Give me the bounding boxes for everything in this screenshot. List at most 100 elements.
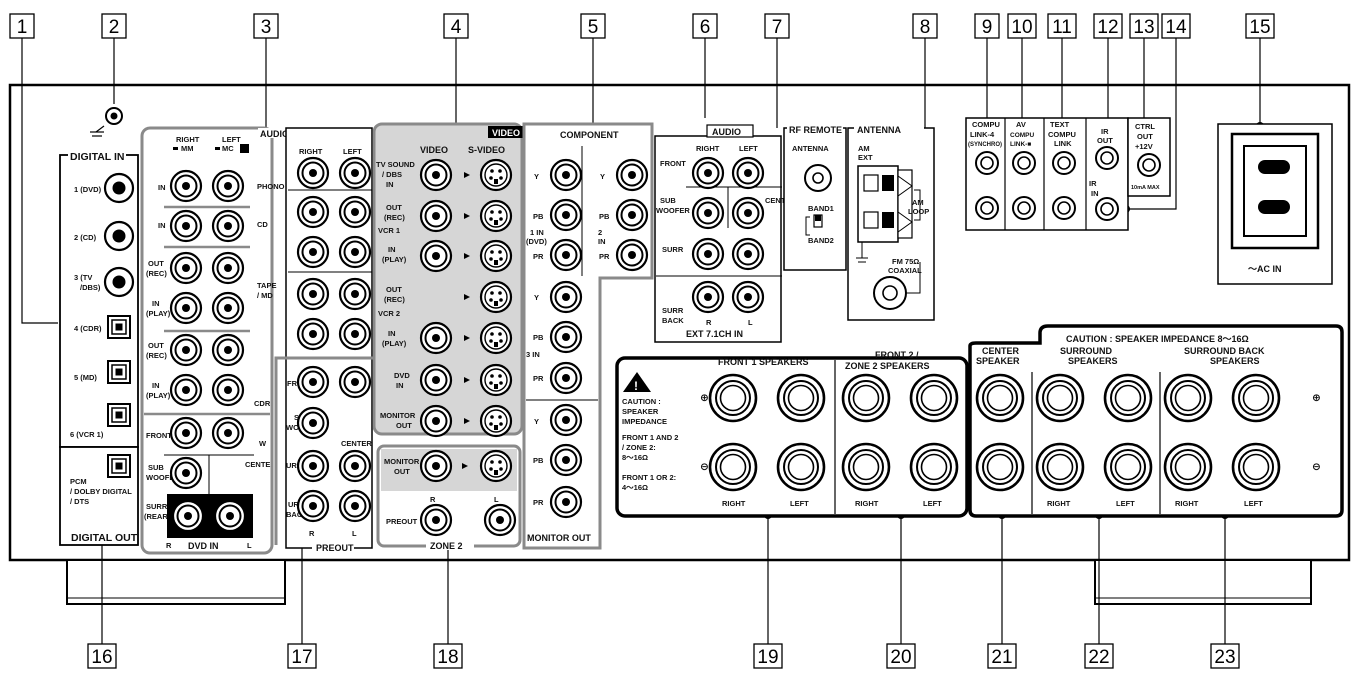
callout-21: 21 [987, 643, 1017, 669]
svg-text:/ DBS: / DBS [382, 170, 402, 179]
callout-23: 23 [1210, 643, 1240, 669]
svg-text:BAND1: BAND1 [808, 204, 834, 213]
svg-text:18: 18 [437, 647, 458, 668]
digital-in-label-6: 6 (VCR 1) [70, 430, 104, 439]
svg-text:SURROUND: SURROUND [1060, 346, 1113, 356]
svg-text:WOOFER: WOOFER [656, 206, 690, 215]
callout-numbers-top: 1 2 3 4 5 6 7 8 9 10 11 12 13 14 15 [9, 13, 1275, 39]
svg-text:FRONT 1 AND 2: FRONT 1 AND 2 [622, 433, 678, 442]
svg-text:SPEAKER: SPEAKER [622, 407, 659, 416]
svg-text:R: R [706, 318, 712, 327]
svg-text:TAPE: TAPE [257, 281, 276, 290]
svg-text:Y: Y [534, 172, 539, 181]
svg-text:LEFT: LEFT [790, 499, 809, 508]
svg-text:11: 11 [1052, 17, 1072, 38]
digital-out-optical[interactable] [107, 454, 131, 478]
svg-text:OUT: OUT [396, 421, 412, 430]
callout-3: 3 [253, 13, 279, 39]
audio-panel-title: AUDIO [260, 129, 289, 139]
svg-text:(REC): (REC) [384, 295, 405, 304]
svg-text:OUT: OUT [148, 341, 164, 350]
svg-text:(REC): (REC) [384, 213, 405, 222]
callout-19: 19 [753, 643, 783, 669]
ground-terminal[interactable] [90, 107, 123, 137]
svg-text:SUB: SUB [148, 463, 164, 472]
svg-text:LINK-■: LINK-■ [1010, 141, 1031, 148]
svg-text:7: 7 [772, 17, 783, 38]
preout-title: PREOUT [316, 543, 354, 553]
digital-in-optical-6[interactable] [107, 403, 131, 427]
digital-out-label-1: PCM [70, 477, 87, 486]
svg-text:URR: URR [286, 461, 303, 470]
callout-16: 16 [87, 643, 117, 669]
svg-text:COMPU: COMPU [1048, 130, 1076, 139]
audio-mc-label: MC [222, 144, 234, 153]
callout-1: 1 [9, 13, 35, 39]
front1-speakers-label: FRONT 1 SPEAKERS [718, 357, 809, 367]
svg-text:L: L [494, 495, 499, 504]
ac-inlet-section: ～AC IN [1217, 123, 1333, 285]
svg-text:17: 17 [291, 647, 312, 668]
ac-inlet[interactable] [1230, 132, 1320, 250]
svg-text:R: R [309, 529, 315, 538]
audio-right-label: RIGHT [176, 135, 200, 144]
digital-in-label-3b: /DBS) [80, 283, 101, 292]
svg-text:SURR: SURR [146, 502, 168, 511]
svg-text:RIGHT: RIGHT [1175, 499, 1199, 508]
svg-text:TEXT: TEXT [1050, 120, 1070, 129]
digital-in-optical-4[interactable] [107, 315, 131, 339]
digital-in-coax-1[interactable] [103, 172, 135, 204]
svg-text:BACK: BACK [286, 510, 308, 519]
svg-text:15: 15 [1249, 17, 1270, 38]
svg-text:COMPU: COMPU [972, 120, 1000, 129]
callout-9: 9 [974, 13, 1000, 39]
svg-text:R: R [166, 541, 172, 550]
svg-text:1 IN: 1 IN [530, 228, 544, 237]
callout-18: 18 [433, 643, 463, 669]
svg-text:LEFT: LEFT [343, 147, 362, 156]
svg-text:WOOFER: WOOFER [146, 473, 180, 482]
svg-text:!: ! [634, 379, 638, 393]
svg-text:SUB: SUB [660, 196, 676, 205]
fm-coaxial-jack[interactable] [873, 262, 921, 310]
callout-8: 8 [912, 13, 938, 39]
svg-text:RIGHT: RIGHT [1047, 499, 1071, 508]
svg-text:MONITOR: MONITOR [384, 457, 420, 466]
rf-remote-title: RF REMOTE [789, 125, 842, 135]
front2-label-1: FRONT 2 / [875, 350, 919, 360]
callout-2: 2 [101, 13, 127, 39]
audio-left-label: LEFT [222, 135, 241, 144]
svg-text:EXT: EXT [858, 153, 873, 162]
am-terminals[interactable] [857, 165, 913, 243]
callout-22: 22 [1084, 643, 1114, 669]
rf-remote-section: RF REMOTE ANTENNA BAND1 BAND2 [783, 124, 847, 271]
svg-text:(DVD): (DVD) [526, 237, 547, 246]
svg-text:1: 1 [17, 17, 28, 38]
ext-audio-title: AUDIO [712, 127, 741, 137]
svg-text:AV: AV [1016, 120, 1026, 129]
digital-out-title: DIGITAL OUT [71, 532, 138, 544]
svg-text:8: 8 [920, 17, 931, 38]
band-switch[interactable] [805, 214, 823, 236]
rear-speaker-section: CAUTION : SPEAKER IMPEDANCE 8～16Ω CENTER… [968, 324, 1344, 518]
digital-in-coax-2[interactable] [103, 220, 135, 252]
rf-antenna-jack[interactable] [804, 164, 832, 192]
svg-text:PB: PB [533, 456, 544, 465]
svg-text:4～16Ω: 4～16Ω [622, 483, 648, 492]
svg-text:(PLAY): (PLAY) [146, 309, 171, 318]
digital-in-coax-3[interactable] [103, 266, 135, 298]
callout-4: 4 [443, 13, 469, 39]
zone2-section: MONITOR OUT R L PREOUT ZONE 2 [376, 444, 522, 551]
svg-text:⊕: ⊕ [700, 392, 709, 404]
svg-text:⊕: ⊕ [1312, 392, 1321, 404]
digital-in-label-1: 1 (DVD) [74, 185, 102, 194]
svg-text:IN: IN [1091, 189, 1099, 198]
digital-out-label-2: / DOLBY DIGITAL [70, 487, 132, 496]
svg-text:BACK: BACK [662, 316, 684, 325]
callout-17: 17 [287, 643, 317, 669]
digital-in-optical-5[interactable] [107, 360, 131, 384]
digital-section: DIGITAL IN DIGITAL OUT 1 (DVD) 2 (CD) 3 … [59, 151, 139, 546]
svg-text:FRONT: FRONT [146, 431, 172, 440]
svg-text:3: 3 [261, 17, 272, 38]
